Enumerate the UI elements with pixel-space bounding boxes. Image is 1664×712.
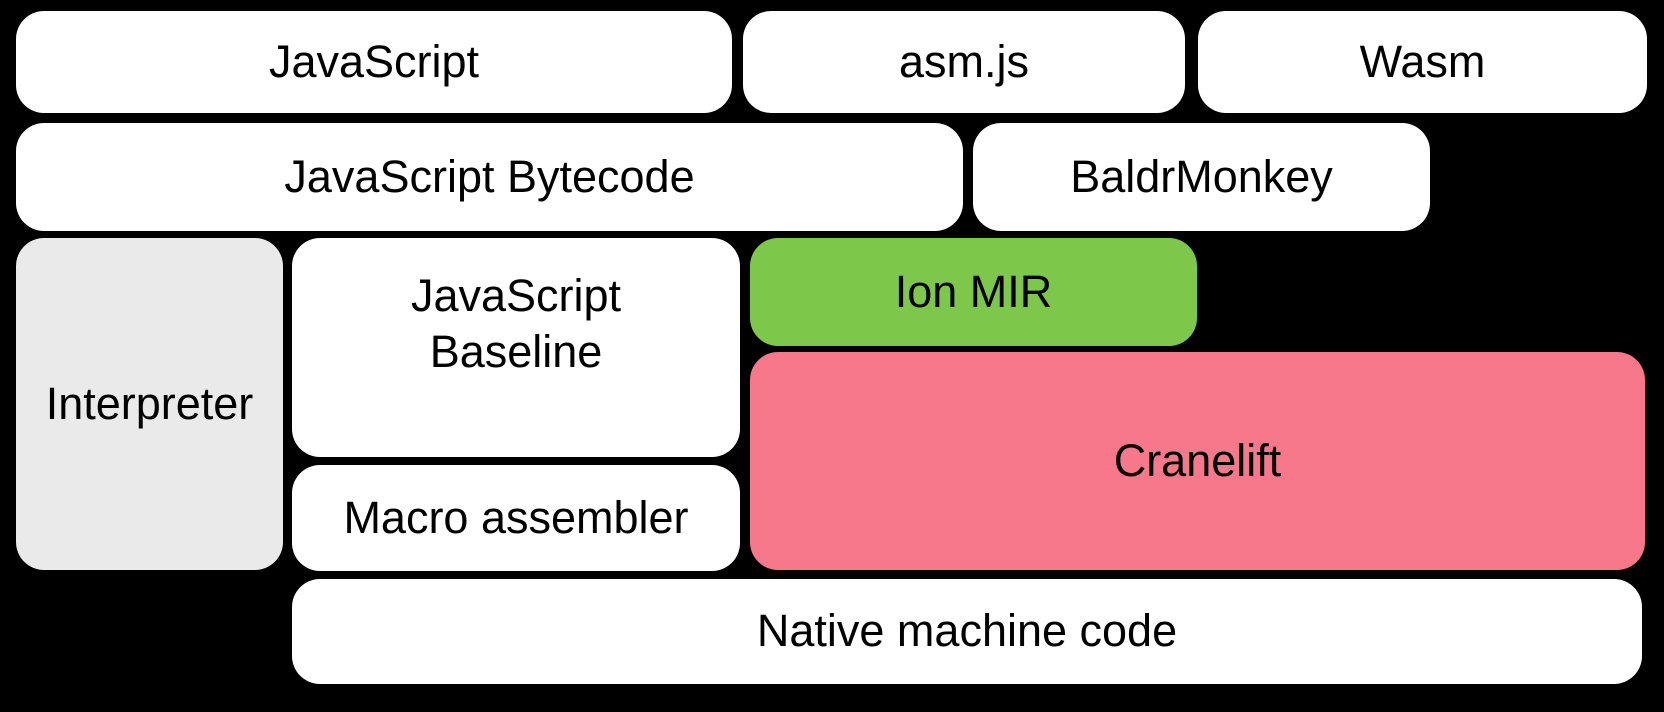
box-baldrmonkey: BaldrMonkey [973, 123, 1430, 231]
box-wasm-label: Wasm [1359, 35, 1486, 87]
box-javascript-baseline: JavaScript Baseline [292, 238, 740, 457]
box-cranelift: Cranelift [750, 352, 1645, 570]
box-javascript-label: JavaScript [268, 35, 480, 87]
box-baldrmonkey-label: BaldrMonkey [1070, 150, 1333, 202]
box-macro-assembler-label: Macro assembler [343, 491, 689, 543]
box-macro-assembler: Macro assembler [292, 465, 740, 571]
box-javascript-bytecode-label: JavaScript Bytecode [284, 150, 695, 202]
box-ion-mir: Ion MIR [750, 238, 1197, 346]
box-interpreter-label: Interpreter [45, 377, 254, 429]
box-native-machine-code-label: Native machine code [756, 605, 1178, 657]
box-javascript-bytecode: JavaScript Bytecode [16, 123, 963, 231]
box-javascript-baseline-label: JavaScript Baseline [410, 270, 622, 378]
box-native-machine-code: Native machine code [292, 579, 1642, 684]
box-asmjs: asm.js [743, 11, 1185, 113]
box-javascript: JavaScript [16, 11, 732, 113]
box-interpreter: Interpreter [16, 238, 283, 570]
box-cranelift-label: Cranelift [1113, 434, 1282, 486]
box-wasm: Wasm [1198, 11, 1647, 113]
box-asmjs-label: asm.js [898, 35, 1029, 87]
box-ion-mir-label: Ion MIR [894, 265, 1053, 317]
